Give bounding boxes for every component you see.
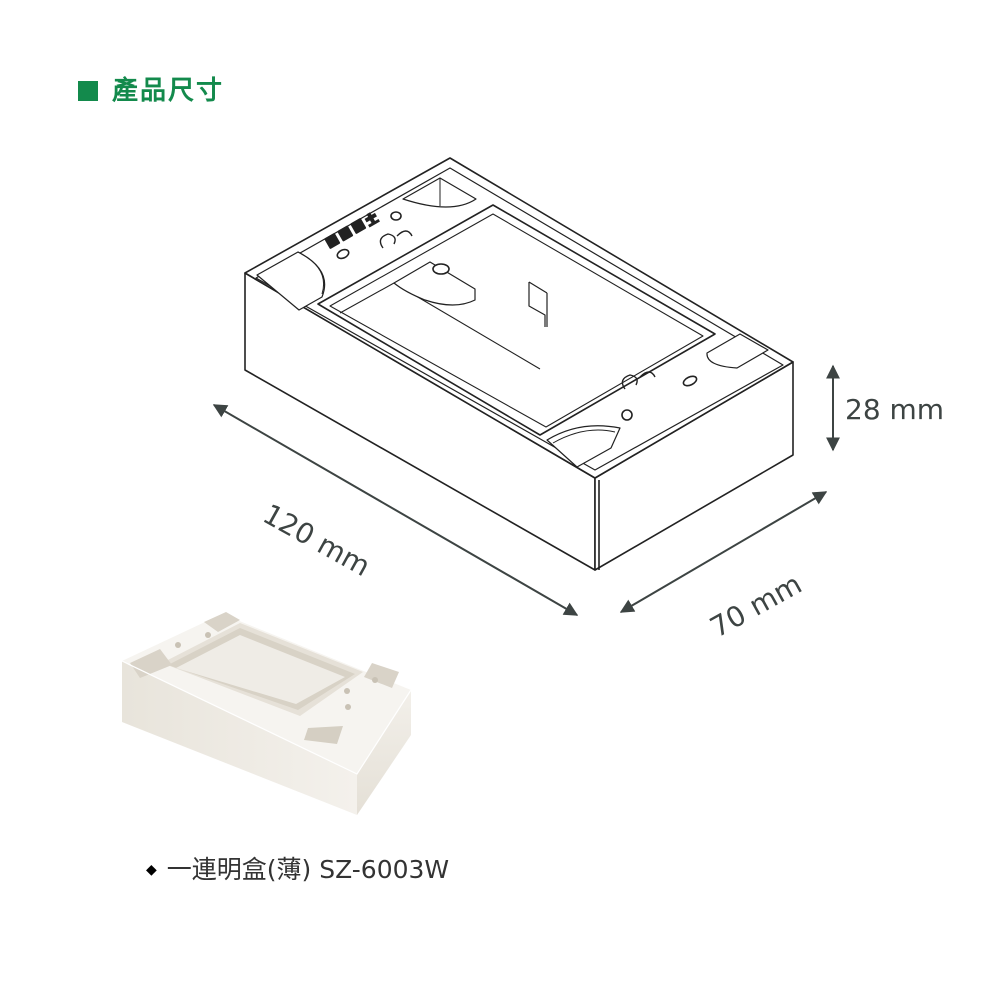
product-photo	[121, 612, 412, 815]
dimension-arrows	[212, 364, 840, 616]
brand-mark-icon	[324, 212, 380, 249]
box-line-drawing	[244, 157, 794, 571]
square-bullet-icon	[78, 81, 98, 101]
product-name: 一連明盒(薄) SZ-6003W	[166, 855, 450, 884]
width-arrow	[619, 491, 828, 613]
diamond-bullet-icon: ◆	[146, 862, 157, 878]
length-arrow	[212, 404, 579, 616]
section-header: 產品尺寸	[78, 76, 224, 106]
product-caption: ◆ 一連明盒(薄) SZ-6003W	[146, 854, 449, 886]
height-dimension-label: 28 mm	[845, 393, 945, 426]
section-title: 產品尺寸	[112, 76, 225, 106]
